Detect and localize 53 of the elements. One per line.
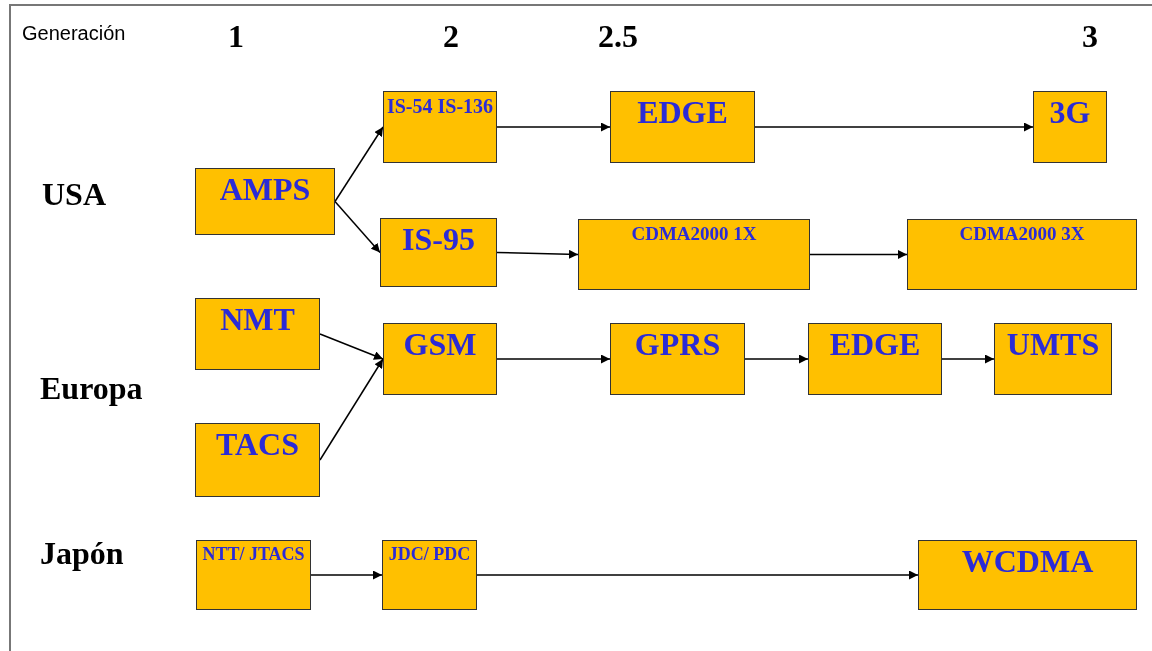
- arrow: [319, 333, 384, 360]
- technology-name: TACS: [215, 425, 300, 462]
- technology-name: 3G: [1048, 93, 1092, 130]
- technology-box: [195, 423, 320, 497]
- technology-name: GSM: [402, 325, 478, 362]
- technology-box: [195, 168, 335, 235]
- technology-box: [1033, 91, 1107, 163]
- axis-title: Generación: [22, 22, 126, 45]
- technology-box: [195, 298, 320, 370]
- technology-name: GPRS: [633, 325, 722, 362]
- technology-name: IS-54 IS-136: [385, 94, 495, 117]
- arrow: [319, 358, 384, 461]
- technology-box: [382, 540, 477, 610]
- technology-box: [808, 323, 942, 395]
- technology-name: CDMA2000 1X: [630, 222, 758, 244]
- arrow: [754, 122, 1034, 132]
- technology-name: UMTS: [1005, 325, 1101, 362]
- technology-box: [994, 323, 1112, 395]
- region-label: Europa: [40, 370, 143, 407]
- arrow: [476, 570, 919, 580]
- technology-box: [196, 540, 311, 610]
- technology-name: EDGE: [828, 325, 922, 362]
- arrow: [941, 354, 995, 364]
- technology-box: [918, 540, 1137, 610]
- generation-number: 2.5: [598, 18, 638, 55]
- technology-name: NMT: [219, 300, 296, 337]
- arrow: [809, 250, 908, 259]
- technology-name: AMPS: [218, 170, 312, 207]
- arrow: [334, 200, 381, 254]
- technology-box: [907, 219, 1137, 290]
- arrow: [744, 354, 809, 364]
- arrow: [496, 249, 579, 259]
- arrow: [496, 354, 611, 364]
- technology-box: [383, 323, 497, 395]
- technology-name: EDGE: [636, 93, 729, 130]
- arrow: [310, 570, 383, 580]
- region-label: USA: [42, 176, 106, 213]
- technology-name: JDC/ PDC: [387, 543, 472, 564]
- technology-box: [578, 219, 810, 290]
- technology-box: [610, 91, 755, 163]
- technology-name: IS-95: [401, 220, 476, 257]
- generation-number: 3: [1082, 18, 1098, 55]
- arrow: [334, 126, 384, 203]
- arrow: [496, 122, 611, 132]
- generation-number: 1: [228, 18, 244, 55]
- technology-box: [610, 323, 745, 395]
- region-label: Japón: [40, 535, 124, 572]
- technology-name: CDMA2000 3X: [958, 222, 1086, 244]
- generation-number: 2: [443, 18, 459, 55]
- technology-name: NTT/ JTACS: [201, 543, 306, 564]
- technology-box: [380, 218, 497, 287]
- technology-name: WCDMA: [960, 542, 1095, 579]
- technology-box: [383, 91, 497, 163]
